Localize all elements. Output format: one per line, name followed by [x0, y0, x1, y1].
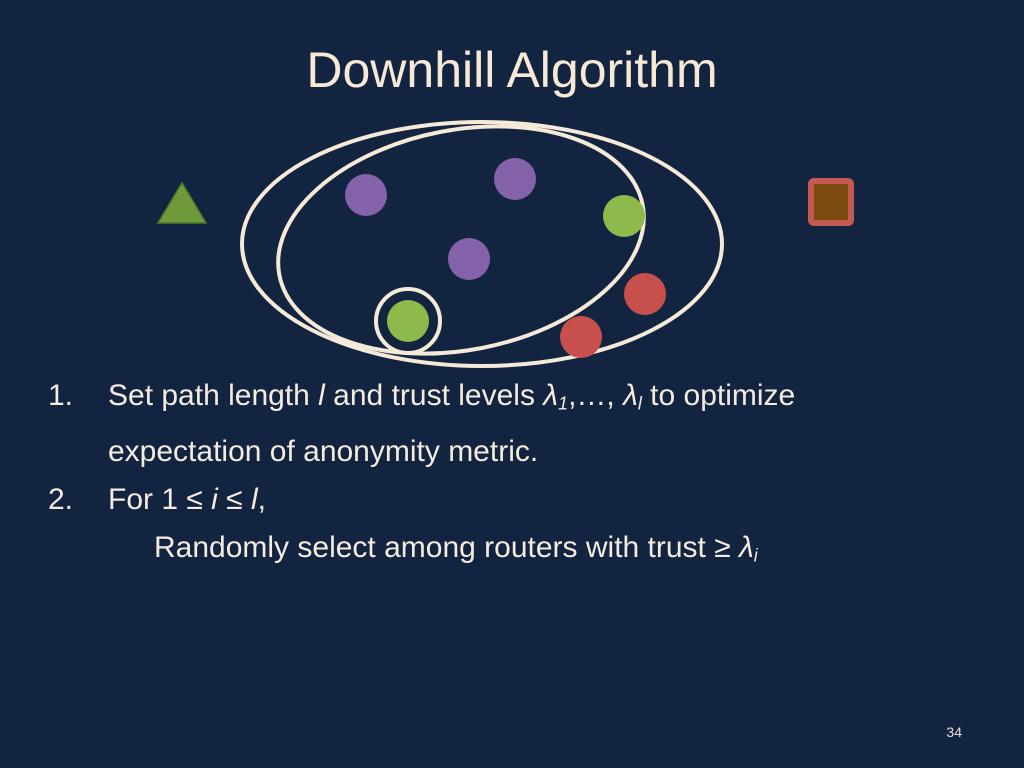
- step-2: 2. For 1 ≤ i ≤ l, Randomly select among …: [48, 476, 1008, 580]
- source-triangle-icon: [156, 181, 208, 224]
- step-2-line: For 1 ≤ i ≤ l,: [108, 476, 1008, 524]
- lambda-subscript: 1: [558, 393, 569, 414]
- lambda-symbol: λ: [543, 379, 559, 412]
- step-text: For 1 ≤: [108, 482, 212, 516]
- step-text: Set path length: [108, 379, 319, 412]
- lambda-symbol: λ: [739, 530, 754, 564]
- slide-title: Downhill Algorithm: [306, 42, 718, 98]
- router-node-green: [387, 300, 429, 342]
- step-1: 1. Set path length l and trust levels λ1…: [48, 372, 1008, 476]
- selected-node-ring: [374, 287, 442, 355]
- step-number: 2.: [48, 482, 74, 516]
- lambda-subscript: i: [753, 545, 758, 565]
- trust-diagram: [156, 120, 854, 368]
- path-length-var: l: [318, 379, 325, 412]
- index-var: i: [211, 482, 218, 516]
- step-1-continuation: expectation of anonymity metric.: [108, 434, 539, 468]
- algorithm-steps: 1. Set path length l and trust levels λ1…: [48, 372, 1008, 579]
- step-text: to optimize: [641, 379, 796, 412]
- step-text: ,: [257, 482, 266, 516]
- step-text: ,…,: [568, 379, 624, 412]
- router-node-red: [560, 316, 602, 358]
- inner-trust-ring: [276, 124, 646, 356]
- step-1-line: Set path length l and trust levels λ1,…,…: [108, 372, 1008, 428]
- destination-square-icon: [808, 178, 854, 226]
- step-text: ≤: [217, 482, 251, 516]
- path-length-var: l: [250, 482, 258, 516]
- router-node-purple: [494, 158, 536, 200]
- outer-trust-ring: [240, 120, 724, 368]
- router-node-purple: [448, 238, 490, 280]
- step-2-subline: Randomly select among routers with trust…: [108, 524, 1008, 580]
- router-node-purple: [345, 174, 387, 216]
- step-text: Randomly select among routers with trust…: [154, 530, 740, 564]
- router-node-red: [624, 273, 666, 315]
- router-node-green: [603, 195, 645, 237]
- lambda-subscript: l: [637, 393, 642, 414]
- step-number: 1.: [48, 379, 74, 412]
- lambda-symbol: λ: [623, 379, 638, 412]
- step-text: and trust levels: [324, 379, 544, 412]
- page-number: 34: [946, 724, 962, 740]
